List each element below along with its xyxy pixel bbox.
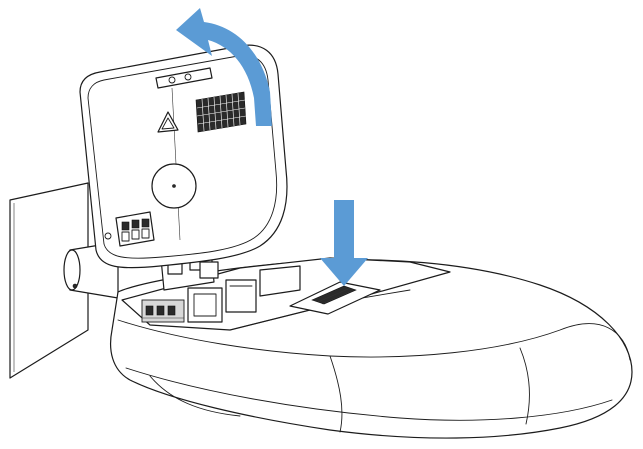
lid-terminal-block — [104, 211, 155, 247]
press-down-arrow-icon — [320, 200, 368, 286]
warning-triangle-icon — [157, 111, 179, 133]
vent-grid — [195, 91, 247, 133]
base-connector — [187, 279, 257, 323]
latch-slot — [289, 281, 381, 315]
open-lid-arrow-icon — [176, 8, 272, 126]
base-cavity — [121, 257, 451, 331]
base-terminal-block — [141, 299, 185, 323]
opened-lid — [79, 44, 288, 269]
wall-plate — [9, 182, 89, 379]
